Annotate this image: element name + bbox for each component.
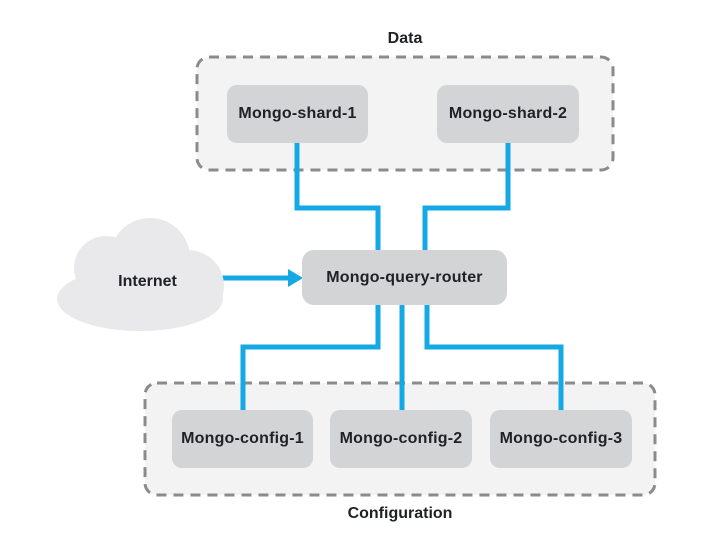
node-mongo-shard-2-label: Mongo-shard-2 — [448, 105, 568, 122]
node-mongo-config-2-label: Mongo-config-2 — [339, 430, 463, 447]
data-group-label: Data — [387, 30, 423, 47]
node-mongo-shard-1-label: Mongo-shard-1 — [238, 105, 357, 122]
connector-router-config3 — [424, 305, 564, 410]
node-mongo-shard-2: Mongo-shard-2 — [437, 85, 579, 143]
node-mongo-config-3-label: Mongo-config-3 — [499, 430, 623, 447]
node-mongo-config-1: Mongo-config-1 — [172, 410, 313, 468]
node-mongo-config-2: Mongo-config-2 — [330, 410, 472, 468]
node-mongo-shard-1: Mongo-shard-1 — [227, 85, 368, 143]
internet-label: Internet — [118, 273, 177, 290]
internet-arrow-head-icon — [288, 269, 303, 287]
node-mongo-config-3: Mongo-config-3 — [490, 410, 632, 468]
node-mongo-query-router-label: Mongo-query-router — [326, 268, 483, 286]
internet-cloud-icon — [57, 218, 224, 331]
node-mongo-config-1-label: Mongo-config-1 — [181, 430, 304, 447]
node-mongo-query-router: Mongo-query-router — [302, 250, 507, 305]
configuration-group-label: Configuration — [347, 505, 453, 522]
connector-shard2-router — [422, 143, 511, 250]
connector-router-config1 — [240, 305, 381, 410]
connector-shard1-router — [294, 143, 381, 250]
